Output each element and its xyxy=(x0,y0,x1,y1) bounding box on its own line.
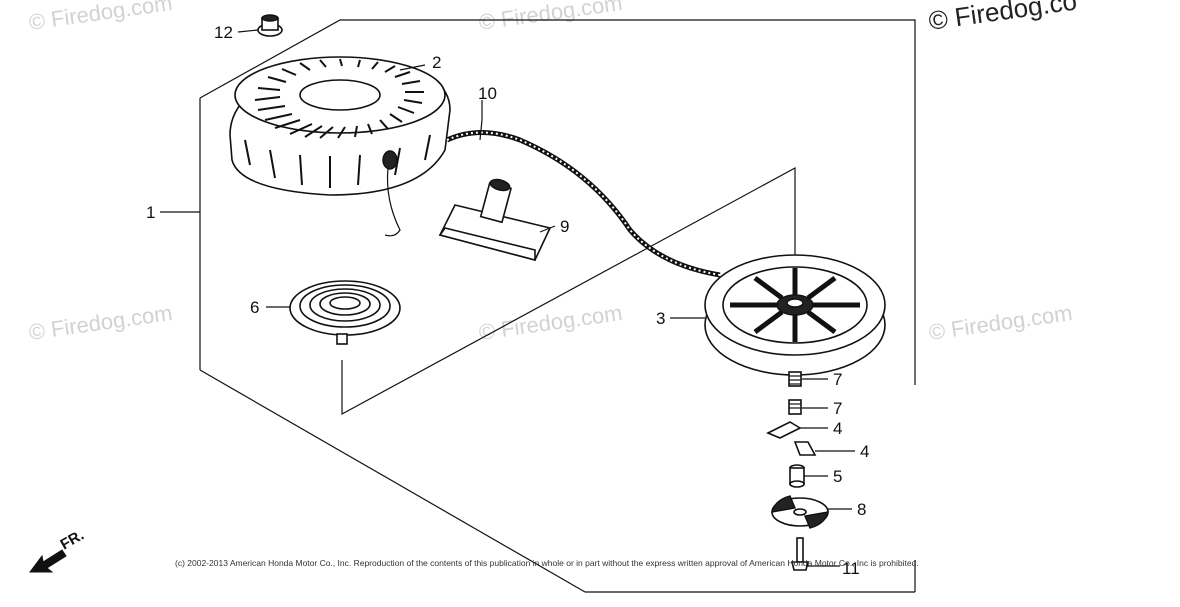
part-starter-rope xyxy=(445,130,721,278)
part-recoil-case xyxy=(229,56,451,237)
callout-7-upper: 7 xyxy=(833,370,842,389)
watermark: © Firedog.com xyxy=(477,300,624,345)
front-label: FR. xyxy=(58,527,87,554)
callout-6: 6 xyxy=(250,298,259,317)
front-direction-indicator: FR. xyxy=(29,527,87,573)
watermark: © Firedog.com xyxy=(27,0,174,35)
leader-lines xyxy=(160,29,855,567)
callout-1: 1 xyxy=(146,203,155,222)
callout-9: 9 xyxy=(560,217,569,236)
part-bolt xyxy=(790,537,810,571)
part-ratchet-b xyxy=(793,441,817,456)
callout-2: 2 xyxy=(432,53,441,72)
part-spring-upper xyxy=(788,371,802,387)
callout-11: 11 xyxy=(842,559,860,578)
callout-4-lower: 4 xyxy=(860,442,869,461)
callout-3: 3 xyxy=(656,309,665,328)
part-reel xyxy=(704,254,886,376)
callout-8: 8 xyxy=(857,500,866,519)
front-arrow-icon xyxy=(29,549,67,573)
part-flange-nut xyxy=(257,14,283,37)
watermark: © Firedog.com xyxy=(927,300,1074,345)
part-ratchet-a xyxy=(766,421,802,439)
watermark-top-right: © Firedog.co xyxy=(927,0,1079,36)
callout-5: 5 xyxy=(833,467,842,486)
part-spring-lower xyxy=(788,399,802,415)
part-friction-plate xyxy=(771,495,829,529)
assembly-outline xyxy=(199,19,916,593)
part-starter-grip xyxy=(438,178,552,262)
callout-7-lower: 7 xyxy=(833,399,842,418)
callout-10: 10 xyxy=(478,84,497,103)
callout-12: 12 xyxy=(214,23,233,42)
watermark: © Firedog.com xyxy=(477,0,624,35)
callout-4-upper: 4 xyxy=(833,419,842,438)
part-friction-spring xyxy=(789,464,805,488)
watermarks: © Firedog.com © Firedog.com © Firedog.co… xyxy=(27,0,1078,345)
part-recoil-spring xyxy=(289,280,401,345)
callouts: 12 2 1 10 9 6 3 7 7 4 4 5 8 11 xyxy=(146,23,869,578)
copyright-notice: (c) 2002-2013 American Honda Motor Co., … xyxy=(175,558,919,568)
watermark: © Firedog.com xyxy=(27,300,174,345)
